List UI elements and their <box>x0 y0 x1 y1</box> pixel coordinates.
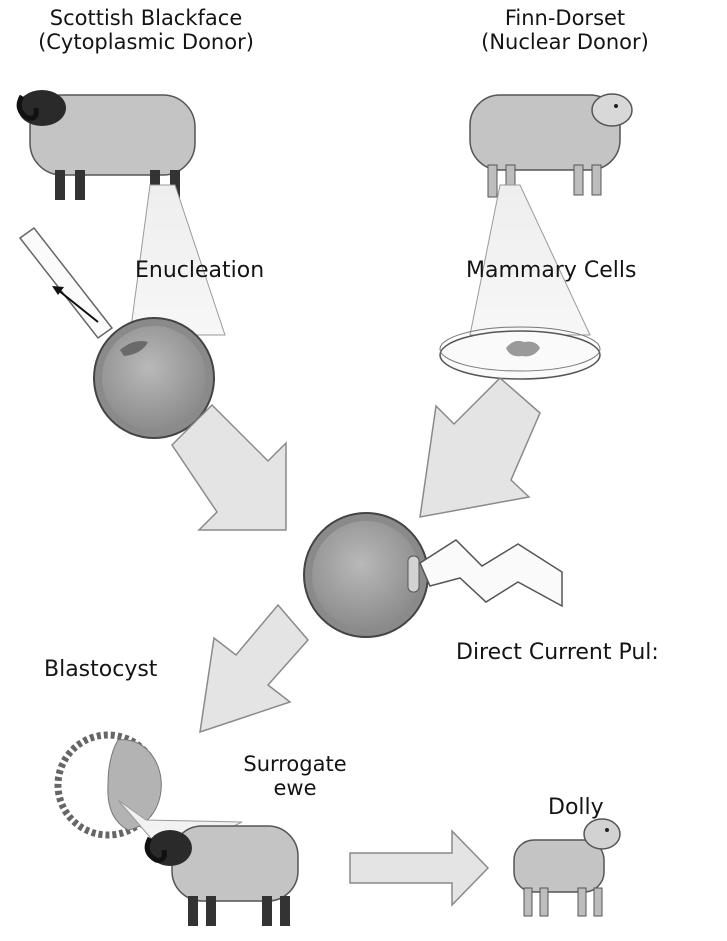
fused-cell <box>304 513 428 637</box>
blastocyst-label: Blastocyst <box>44 657 157 682</box>
arrow-to-blastocyst <box>200 605 308 732</box>
surrogate-ewe <box>147 826 298 926</box>
nuclear-donor-title: Finn-Dorset (Nuclear Donor) <box>450 6 680 54</box>
lightning-bolt-icon <box>420 540 562 606</box>
surrogate-ewe-label: Surrogate ewe <box>230 752 360 800</box>
surrogate-label-line1: Surrogate <box>230 752 360 776</box>
nuclear-donor-role: (Nuclear Donor) <box>450 30 680 54</box>
nuclear-donor-name: Finn-Dorset <box>450 6 680 30</box>
enucleation-label: Enucleation <box>135 258 264 283</box>
dolly-label: Dolly <box>548 795 604 820</box>
dolly-lamb <box>514 819 620 916</box>
arrow-to-dolly <box>350 831 488 905</box>
surrogate-label-line2: ewe <box>230 776 360 800</box>
cytoplasmic-donor-name: Scottish Blackface <box>6 6 286 30</box>
finn-dorset-sheep <box>470 94 632 197</box>
direct-current-pulse-label: Direct Current Pul: <box>456 640 659 665</box>
scottish-blackface-sheep <box>18 90 195 200</box>
mammary-cells-label: Mammary Cells <box>466 258 636 283</box>
cytoplasmic-donor-role: (Cytoplasmic Donor) <box>6 30 286 54</box>
arrow-to-fusion-right <box>420 378 540 517</box>
cytoplasmic-donor-title: Scottish Blackface (Cytoplasmic Donor) <box>6 6 286 54</box>
